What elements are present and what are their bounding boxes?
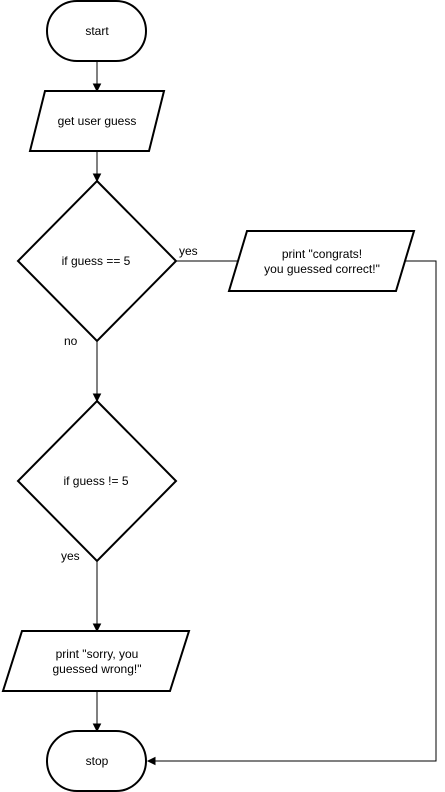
node-start-label: start — [85, 24, 109, 38]
node-decision-equal: if guess == 5 — [16, 179, 178, 343]
node-get-guess: get user guess — [28, 90, 166, 152]
terminal-shape — [46, 730, 147, 792]
edge-congrats-to-stop — [155, 260, 437, 762]
arrowhead-stop-from-sorry — [92, 723, 102, 733]
node-print-sorry-line2: guessed wrong!" — [53, 662, 142, 676]
io-parallelogram-shape — [1, 630, 191, 692]
arrowhead-decision-equal — [92, 173, 102, 183]
node-print-sorry: print "sorry, you guessed wrong!" — [1, 630, 191, 692]
node-decision-equal-label: if guess == 5 — [62, 254, 131, 268]
node-print-congrats-line2: you guessed correct!" — [264, 262, 380, 276]
node-get-guess-label: get user guess — [58, 114, 137, 128]
arrowhead-print-sorry — [92, 623, 102, 633]
decision-diamond-shape — [16, 399, 178, 563]
io-parallelogram-shape — [227, 230, 416, 292]
node-stop-label: stop — [86, 754, 109, 768]
arrowhead-get-guess — [92, 83, 102, 93]
arrowhead-stop-from-congrats — [146, 756, 156, 766]
connectors — [92, 61, 437, 766]
edge-labels: yes no yes — [61, 244, 198, 563]
io-parallelogram-shape — [28, 90, 166, 152]
edge-label-equal-no: no — [64, 334, 78, 348]
node-print-congrats-line1: print "congrats! — [282, 247, 362, 261]
node-print-congrats: print "congrats! you guessed correct!" — [227, 230, 416, 292]
edge-label-not-equal-yes: yes — [61, 549, 80, 563]
decision-diamond-shape — [16, 179, 178, 343]
edge-label-equal-yes: yes — [179, 244, 198, 258]
node-decision-not-equal: if guess != 5 — [16, 399, 178, 563]
node-stop: stop — [46, 730, 147, 792]
terminal-shape — [46, 0, 147, 62]
node-decision-not-equal-label: if guess != 5 — [63, 474, 128, 488]
node-start: start — [46, 0, 147, 62]
arrowhead-decision-not-equal — [92, 393, 102, 403]
node-print-sorry-line1: print "sorry, you — [56, 647, 139, 661]
